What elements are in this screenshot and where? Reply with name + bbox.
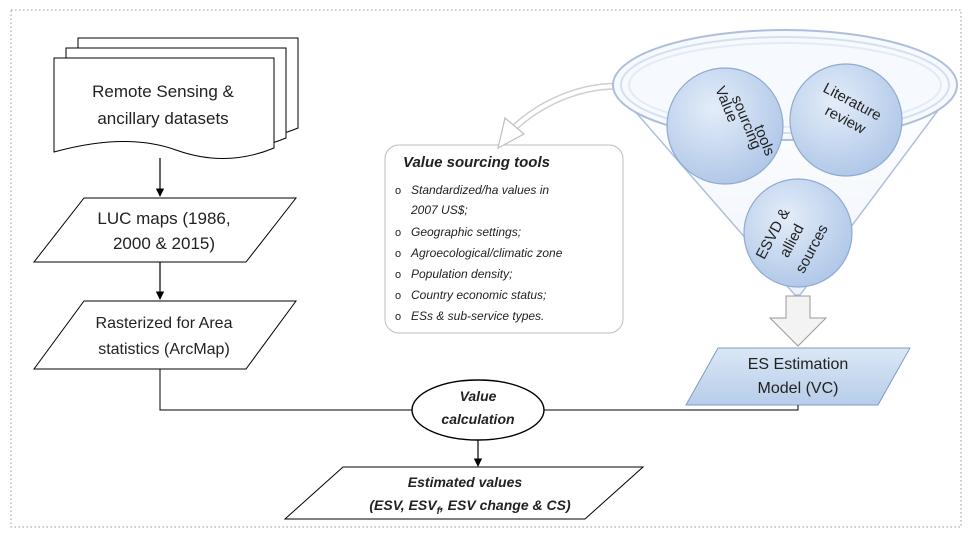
estimated-label-line2: (ESV, ESVf, ESV change & CS) (369, 497, 571, 517)
value-sourcing-tools-panel: Value sourcing tools o Standardized/ha v… (384, 144, 624, 334)
tools-item: ESs & sub-service types. (411, 309, 544, 323)
tools-bullet: o (395, 227, 401, 239)
outer-frame (10, 9, 962, 528)
raster-label-line1: Rasterized for Area (96, 315, 233, 332)
funnel-sources: Value sourcing tools Literature review E… (611, 29, 958, 296)
luc-maps-node: LUC maps (1986, 2000 & 2015) (32, 197, 298, 263)
tools-bullet: o (395, 185, 401, 197)
tools-item: Geographic settings; (411, 225, 521, 239)
estimated-label-line1: Estimated values (408, 474, 523, 490)
estimated-values-node: Estimated values (ESV, ESVf, ESV change … (283, 466, 645, 520)
tools-item: Standardized/ha values in (411, 183, 549, 197)
estimated-label-part-b: , ESV change & CS) (439, 497, 571, 513)
model-label-line1: ES Estimation (748, 356, 848, 373)
tools-item: Population density; (411, 267, 512, 281)
input-label-line2: ancillary datasets (97, 109, 228, 128)
tools-panel-title: Value sourcing tools (403, 154, 550, 171)
connector-raster-to-calc (159, 369, 412, 411)
tools-bullet: o (395, 290, 401, 302)
tools-item: 2007 US$; (410, 203, 468, 217)
tools-bullet: o (395, 311, 401, 323)
tools-bullet: o (395, 269, 401, 281)
raster-label-line2: statistics (ArcMap) (98, 341, 230, 358)
estimated-label-subscript: f (437, 506, 442, 517)
circle-esvd-allied-sources: ESVD & allied sources (743, 178, 853, 288)
luc-label-line1: LUC maps (1986, (97, 209, 230, 228)
input-datasets-node: Remote Sensing & ancillary datasets (53, 37, 299, 160)
luc-label-line2: 2000 & 2015) (113, 234, 215, 253)
es-estimation-model-node: ES Estimation Model (VC) (685, 347, 911, 406)
input-label-line1: Remote Sensing & (92, 82, 234, 101)
arrow-funnel-to-model (768, 295, 828, 347)
circle-literature-review: Literature review (789, 63, 903, 177)
model-label-line2: Model (VC) (758, 380, 839, 397)
tools-list: o Standardized/ha values in 2007 US$; o … (395, 183, 563, 323)
tools-item: Country economic status; (411, 288, 546, 302)
connector-model-to-calc (544, 405, 799, 411)
circle-value-sourcing-tools: Value sourcing tools (666, 67, 784, 185)
calc-label-line1: Value (460, 388, 497, 404)
estimated-label-part-a: (ESV, ESV (369, 497, 438, 513)
rasterized-node: Rasterized for Area statistics (ArcMap) (33, 300, 297, 370)
tools-item: Agroecological/climatic zone (410, 246, 563, 260)
value-calculation-node: Value calculation (411, 379, 545, 441)
tools-bullet: o (395, 248, 401, 260)
calc-label-line2: calculation (441, 411, 514, 427)
